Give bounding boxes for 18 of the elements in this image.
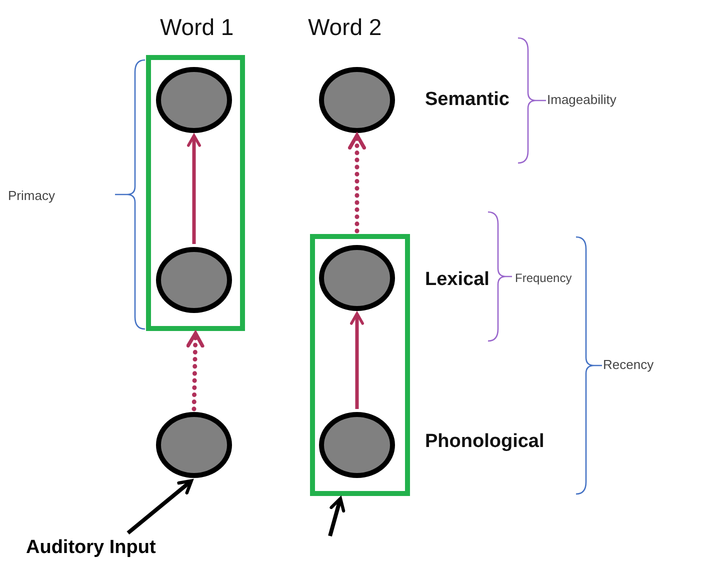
group-frame (310, 234, 410, 496)
level-label: Phonological (425, 432, 544, 451)
arrow (348, 133, 366, 234)
factor-label: Imageability (547, 93, 616, 106)
column-heading: Word 2 (308, 16, 382, 39)
arrow (126, 479, 194, 535)
column-heading: Word 1 (160, 16, 234, 39)
factor-label: Recency (603, 358, 654, 371)
factor-label: Primacy (8, 189, 55, 202)
group-frame (146, 55, 245, 331)
input-label: Auditory Input (26, 536, 176, 560)
arrow (328, 496, 346, 537)
factor-label: Frequency (515, 272, 572, 284)
arrow (187, 134, 201, 244)
level-label: Semantic (425, 90, 510, 109)
arrow (186, 331, 204, 412)
level-label: Lexical (425, 270, 490, 289)
arrow (350, 312, 364, 409)
